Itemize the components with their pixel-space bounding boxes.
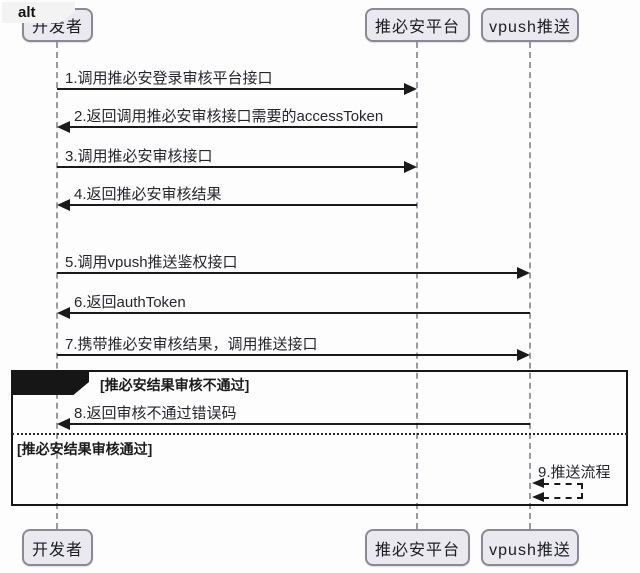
actor-box-platform-bottom: 推必安平台 (365, 529, 470, 566)
actor-box-developer-bottom: 开发者 (22, 529, 93, 566)
message-9-arrowhead-top (532, 478, 544, 488)
message-7-label: 7.携带推必安审核结果，调用推送接口 (65, 336, 318, 353)
message-9-arrowhead-bottom (532, 492, 544, 502)
lifeline-platform (416, 42, 418, 529)
message-4-label: 4.返回推必安审核结果 (74, 186, 222, 203)
actor-box-vpush-top: vpush推送 (481, 8, 579, 42)
message-2-label: 2.返回调用推必安审核接口需要的accessToken (74, 108, 384, 125)
message-9-self-loop (543, 483, 583, 499)
alt-frame (11, 370, 628, 506)
message-5-arrow (57, 267, 530, 279)
lifeline-vpush (529, 42, 531, 529)
alt-guard-pass-label: [推必安结果审核通过] (17, 441, 153, 457)
alt-divider (12, 433, 627, 435)
actor-box-vpush-bottom: vpush推送 (481, 529, 579, 566)
message-8-label: 8.返回审核不通过错误码 (74, 405, 237, 422)
message-8-arrow (57, 418, 530, 430)
message-3-label: 3.调用推必安审核接口 (65, 148, 213, 165)
message-9-label: 9.推送流程 (538, 464, 611, 481)
message-5-label: 5.调用vpush推送鉴权接口 (65, 254, 238, 271)
message-2-arrow (57, 121, 417, 133)
alt-operator-pentagon (11, 370, 89, 395)
message-6-label: 6.返回authToken (74, 294, 186, 311)
message-1-label: 1.调用推必安登录审核平台接口 (65, 70, 273, 87)
actor-box-platform-top: 推必安平台 (365, 8, 470, 42)
alt-operator-label: alt (2, 2, 75, 23)
message-7-arrow (57, 349, 530, 361)
message-1-arrow (57, 83, 417, 95)
message-4-arrow (57, 199, 417, 211)
alt-guard-fail-label: [推必安结果审核不通过] (100, 377, 250, 393)
message-3-arrow (57, 161, 417, 173)
message-6-arrow (57, 307, 530, 319)
lifeline-developer (56, 42, 58, 529)
